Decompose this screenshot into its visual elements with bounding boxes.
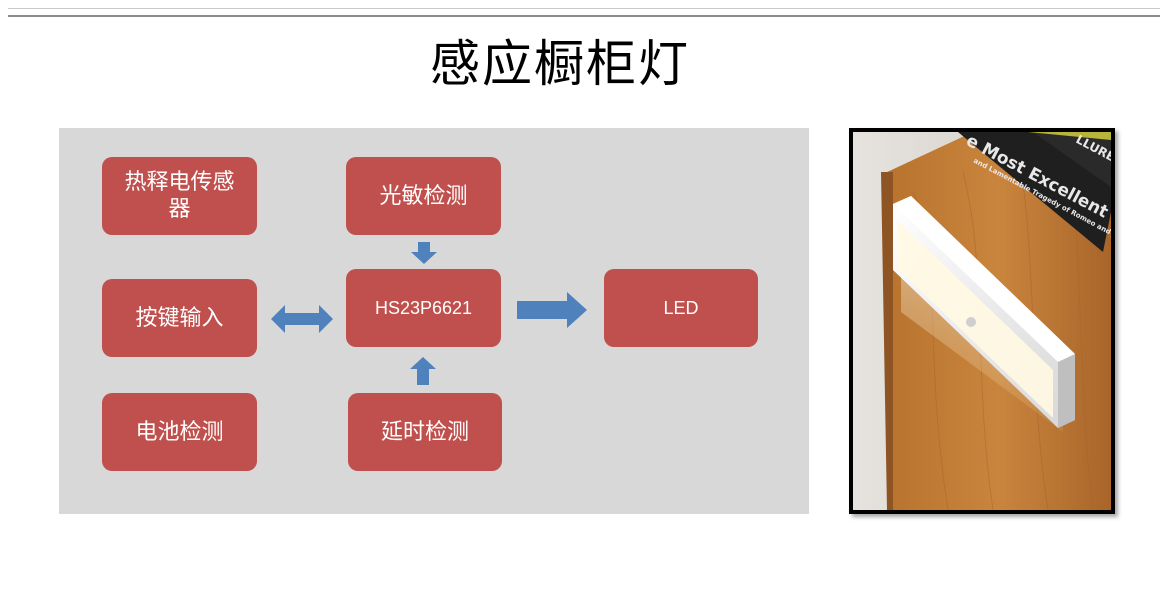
product-photo: e Most Excellent and Lamentable Tragedy …: [849, 128, 1115, 514]
mcu-box: HS23P6621: [346, 269, 501, 347]
delay-detect-box: 延时检测: [348, 393, 502, 471]
battery-detect-box: 电池检测: [102, 393, 257, 471]
pir-sensor-label: 热释电传感器: [124, 170, 235, 222]
double-arrow-icon: [271, 305, 333, 333]
pir-sensor-box: 热释电传感器: [102, 157, 257, 235]
right-arrow-icon: [517, 292, 587, 328]
light-detect-box: 光敏检测: [346, 157, 501, 235]
mcu-label: HS23P6621: [374, 297, 473, 318]
header-rule-thick: [8, 15, 1160, 17]
led-label: LED: [663, 297, 699, 318]
cabinet-light-photo: e Most Excellent and Lamentable Tragedy …: [853, 132, 1111, 510]
up-arrow-icon: [410, 357, 436, 385]
battery-detect-label: 电池检测: [135, 419, 224, 445]
led-box: LED: [604, 269, 758, 347]
delay-detect-label: 延时检测: [380, 419, 469, 445]
down-arrow-icon: [411, 242, 437, 264]
header-rule-thin: [8, 8, 1160, 9]
key-input-box: 按键输入: [102, 279, 257, 357]
slide-title: 感应橱柜灯: [430, 35, 690, 93]
light-detect-label: 光敏检测: [379, 183, 468, 209]
key-input-label: 按键输入: [135, 305, 224, 331]
